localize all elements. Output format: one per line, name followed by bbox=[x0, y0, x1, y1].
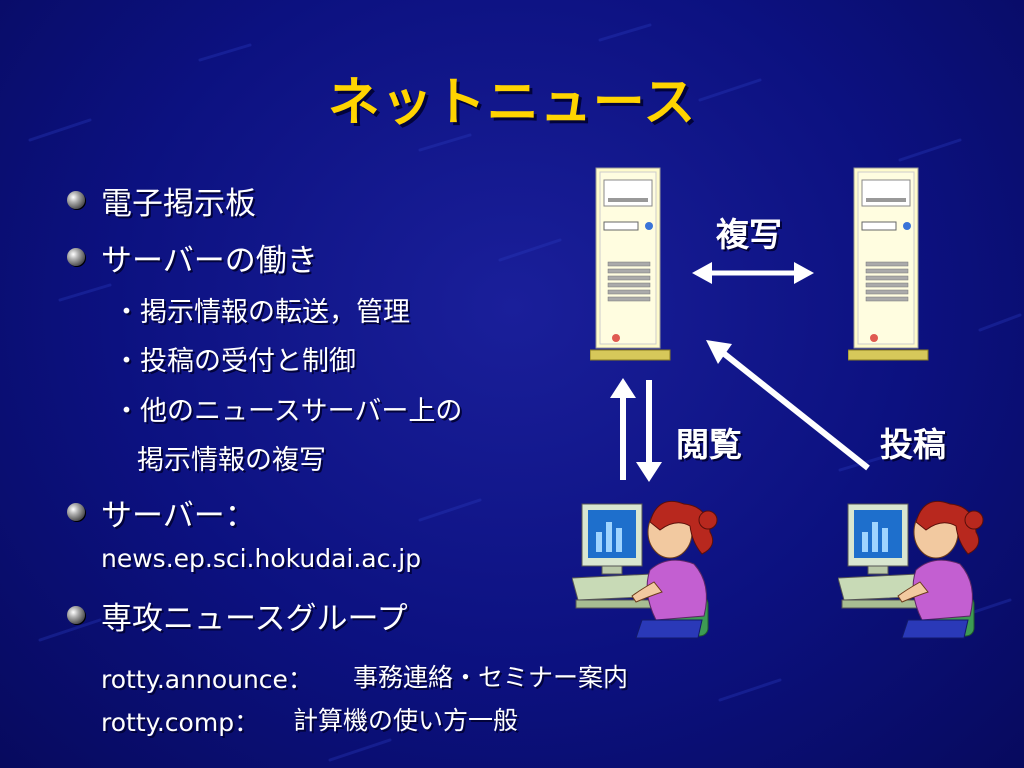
server-tower-icon bbox=[848, 167, 929, 361]
newsgroup-name: rotty.comp： bbox=[101, 708, 260, 737]
server-task-item: ・掲示情報の転送，管理 bbox=[113, 297, 410, 328]
bullet-marker-icon bbox=[67, 248, 85, 266]
slide-title: ネットニュース bbox=[327, 73, 697, 133]
bullet-newsgroups: 専攻ニュースグループ bbox=[101, 601, 408, 637]
server-task-item: 掲示情報の複写 bbox=[137, 445, 326, 476]
server-task-item: ・投稿の受付と制御 bbox=[113, 346, 356, 377]
bullet-marker-icon bbox=[67, 503, 85, 521]
server-task-item: ・他のニュースサーバー上の bbox=[113, 396, 463, 427]
server-hostname: news.ep.sci.hokudai.ac.jp bbox=[101, 544, 422, 573]
post-arrow-icon bbox=[706, 340, 870, 471]
copy-label: 複写 bbox=[716, 215, 782, 254]
bullet-server-label: サーバー： bbox=[101, 498, 256, 534]
browse-label: 閲覧 bbox=[676, 425, 742, 464]
newsgroup-name: rotty.announce： bbox=[101, 665, 313, 694]
bullet-marker-icon bbox=[67, 191, 85, 209]
copy-double-arrow-icon bbox=[692, 262, 814, 284]
server-tower-icon bbox=[590, 167, 671, 361]
bullet-marker-icon bbox=[67, 606, 85, 624]
bullet-server-role: サーバーの働き bbox=[101, 243, 318, 279]
bullet-bbs: 電子掲示板 bbox=[101, 186, 256, 222]
user-at-computer-icon bbox=[572, 500, 718, 639]
post-label: 投稿 bbox=[880, 425, 946, 464]
newsgroup-description: 事務連絡・セミナー案内 bbox=[353, 663, 629, 692]
browse-arrows-icon bbox=[610, 378, 662, 482]
newsgroup-description: 計算機の使い方一般 bbox=[293, 706, 519, 735]
user-at-computer-icon bbox=[838, 500, 984, 639]
